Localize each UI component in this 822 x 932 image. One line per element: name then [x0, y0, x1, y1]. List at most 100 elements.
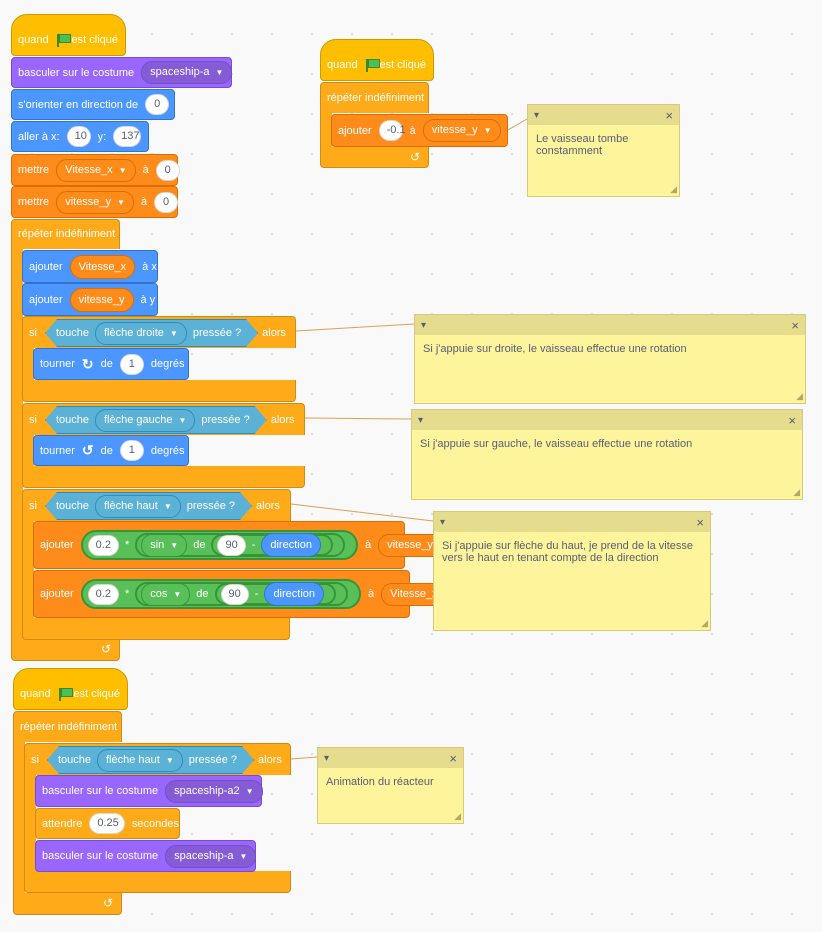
math-function-operator[interactable]: cos▼ de 90 - direction — [135, 582, 349, 606]
close-icon[interactable]: × — [791, 317, 799, 333]
comment-note-right[interactable]: ▾ × Si j'appuie sur droite, le vaisseau e… — [414, 314, 806, 404]
if-block-top[interactable]: si touche flèche gauche▼ pressée ? alors — [22, 403, 305, 435]
switch-costume-block[interactable]: basculer sur le costume spaceship-a2▼ — [35, 775, 263, 807]
key-pressed-condition[interactable]: touche flèche haut▼ pressée ? — [45, 492, 252, 520]
comment-text[interactable]: Si j'appuie sur droite, le vaisseau effe… — [423, 343, 687, 355]
value-input[interactable]: -0.1 — [378, 120, 406, 141]
collapse-icon[interactable]: ▾ — [421, 319, 427, 331]
block-label: basculer sur le costume — [42, 785, 159, 797]
block-label: répéter indéfiniment — [327, 92, 425, 104]
set-variable-block[interactable]: mettre vitesse_y▼ à 0 — [11, 186, 179, 218]
forever-block-top[interactable]: répéter indéfiniment — [13, 711, 122, 742]
turn-left-block[interactable]: tourner ↺ de 1 degrés — [33, 435, 189, 466]
comment-text[interactable]: Si j'appuie sur gauche, le vaisseau effe… — [420, 438, 693, 450]
costume-dropdown[interactable]: spaceship-a▼ — [165, 844, 257, 868]
change-y-block[interactable]: ajouter vitesse_y à y — [22, 283, 158, 316]
key-pressed-condition[interactable]: touche flèche gauche▼ pressée ? — [45, 406, 267, 434]
function-dropdown[interactable]: cos▼ — [141, 582, 191, 606]
change-x-block[interactable]: ajouter Vitesse_x à x — [22, 250, 158, 283]
key-dropdown[interactable]: flèche gauche▼ — [95, 409, 195, 432]
value-input[interactable]: 0 — [154, 191, 179, 213]
direction-reporter[interactable]: direction — [264, 582, 325, 606]
resize-handle-icon[interactable]: ◢ — [793, 487, 800, 497]
direction-reporter[interactable]: direction — [261, 533, 321, 557]
collapse-icon[interactable]: ▾ — [418, 414, 424, 426]
collapse-icon[interactable]: ▾ — [440, 516, 446, 528]
x-input[interactable]: 10 — [66, 126, 91, 147]
value-input[interactable]: 0 — [155, 159, 180, 181]
if-block-top[interactable]: si touche flèche haut▼ pressée ? alors — [24, 743, 291, 775]
y-input[interactable]: 137 — [113, 126, 141, 147]
key-dropdown[interactable]: flèche haut▼ — [97, 749, 183, 772]
degrees-input[interactable]: 1 — [119, 440, 144, 461]
factor-input[interactable]: 0.2 — [87, 583, 119, 605]
angle-input[interactable]: 90 — [220, 583, 249, 605]
costume-dropdown[interactable]: spaceship-a▼ — [141, 61, 233, 84]
change-variable-block[interactable]: ajouter -0.1 à vitesse_y▼ — [331, 114, 508, 147]
wait-block[interactable]: attendre 0.25 secondes — [35, 808, 180, 839]
close-icon[interactable]: × — [696, 514, 704, 530]
comment-note-up[interactable]: ▾ × Si j'appuie sur flèche du haut, je pr… — [433, 511, 711, 631]
key-pressed-condition[interactable]: touche flèche haut▼ pressée ? — [47, 746, 254, 774]
y-label: y: — [97, 130, 107, 143]
seconds-input[interactable]: 0.25 — [89, 813, 125, 834]
resize-handle-icon[interactable]: ◢ — [701, 618, 708, 628]
close-icon[interactable]: × — [788, 412, 796, 428]
switch-costume-block[interactable]: basculer sur le costume spaceship-a▼ — [11, 57, 233, 88]
variable-dropdown[interactable]: Vitesse_x▼ — [56, 158, 136, 182]
subtract-operator[interactable]: 90 - direction — [214, 582, 337, 606]
variable-dropdown[interactable]: vitesse_y▼ — [422, 119, 501, 142]
when-flag-clicked-block[interactable]: quand est cliqué — [11, 14, 126, 56]
resize-handle-icon[interactable]: ◢ — [454, 811, 461, 821]
close-icon[interactable]: × — [449, 750, 457, 766]
subtract-operator[interactable]: 90 - direction — [211, 533, 333, 557]
forever-block-bottom[interactable]: ↺ — [13, 893, 122, 915]
close-icon[interactable]: × — [665, 107, 673, 123]
comment-text[interactable]: Animation du réacteur — [326, 776, 434, 788]
hat-suffix: est cliqué — [73, 688, 120, 700]
when-flag-clicked-block[interactable]: quand est cliqué — [13, 668, 128, 710]
multiply-operator[interactable]: 0.2 * sin▼ de 90 - direction — [80, 530, 358, 560]
if-block-top[interactable]: si touche flèche haut▼ pressée ? alors — [22, 489, 291, 521]
resize-handle-icon[interactable]: ◢ — [670, 184, 677, 194]
angle-input[interactable]: 90 — [217, 534, 246, 556]
forever-block-top[interactable]: répéter indéfiniment — [320, 82, 429, 113]
change-variable-block[interactable]: ajouter 0.2 * sin▼ de 90 - direction à v… — [33, 521, 456, 569]
multiply-operator[interactable]: 0.2 * cos▼ de 90 - direction — [80, 579, 362, 609]
when-flag-clicked-block[interactable]: quand est cliqué — [320, 39, 434, 81]
chevron-down-icon: ▼ — [239, 851, 248, 861]
comment-text[interactable]: Si j'appuie sur flèche du haut, je prend… — [442, 540, 693, 564]
variable-reporter[interactable]: vitesse_y — [69, 287, 134, 312]
key-pressed-condition[interactable]: touche flèche droite▼ pressée ? — [45, 319, 258, 347]
collapse-icon[interactable]: ▾ — [324, 752, 330, 764]
forever-block-bottom[interactable]: ↺ — [11, 638, 120, 661]
key-dropdown[interactable]: flèche droite▼ — [95, 322, 187, 345]
goto-xy-block[interactable]: aller à x: 10 y: 137 — [11, 121, 149, 152]
variable-dropdown[interactable]: vitesse_y▼ — [56, 190, 134, 214]
collapse-icon[interactable]: ▾ — [534, 109, 540, 121]
comment-text[interactable]: Le vaisseau tombe constamment — [536, 133, 629, 157]
key-dropdown[interactable]: flèche haut▼ — [95, 495, 181, 518]
math-function-operator[interactable]: sin▼ de 90 - direction — [135, 533, 345, 557]
forever-block-top[interactable]: répéter indéfiniment — [11, 219, 120, 249]
forever-block-bottom[interactable]: ↺ — [320, 147, 429, 168]
set-variable-block[interactable]: mettre Vitesse_x▼ à 0 — [11, 154, 180, 186]
hat-suffix: est cliqué — [71, 34, 118, 46]
turn-right-block[interactable]: tourner ↻ de 1 degrés — [33, 348, 189, 380]
direction-input[interactable]: 0 — [145, 94, 170, 115]
costume-dropdown[interactable]: spaceship-a2▼ — [165, 779, 263, 803]
switch-costume-block[interactable]: basculer sur le costume spaceship-a▼ — [35, 840, 257, 872]
comment-note-animation[interactable]: ▾ × Animation du réacteur ◢ — [317, 747, 464, 824]
point-direction-block[interactable]: s'orienter en direction de 0 — [11, 89, 175, 120]
resize-handle-icon[interactable]: ◢ — [796, 391, 803, 401]
degrees-input[interactable]: 1 — [119, 353, 144, 375]
change-variable-block[interactable]: ajouter 0.2 * cos▼ de 90 - direction à V… — [33, 570, 461, 618]
function-dropdown[interactable]: sin▼ — [141, 533, 188, 557]
comment-note-left[interactable]: ▾ × Si j'appuie sur gauche, le vaisseau e… — [411, 409, 803, 500]
if-block-top[interactable]: si touche flèche droite▼ pressée ? alors — [22, 316, 296, 348]
comment-note-gravity[interactable]: ▾ × Le vaisseau tombe constamment ◢ — [527, 104, 680, 197]
factor-input[interactable]: 0.2 — [87, 534, 119, 556]
block-label: aller à x: — [18, 130, 60, 143]
variable-reporter[interactable]: Vitesse_x — [69, 254, 136, 279]
if-block-bottom — [24, 871, 291, 893]
